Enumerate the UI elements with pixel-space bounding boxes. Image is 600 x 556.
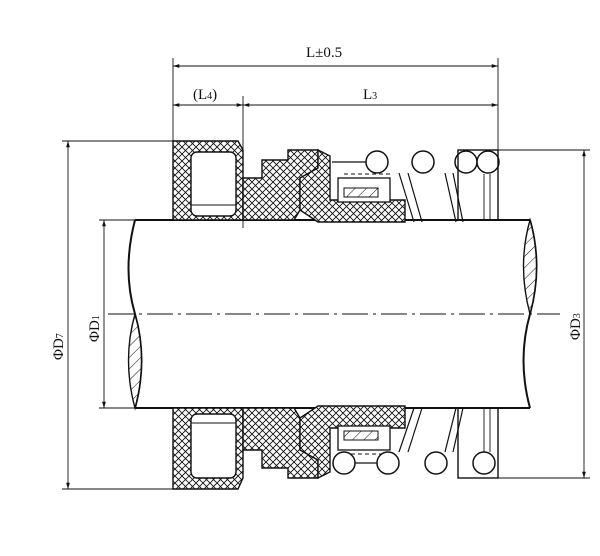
stationary-seat-ring — [190, 151, 237, 217]
l3-label: L3 — [363, 87, 377, 103]
overall-length-label: L±0.5 — [306, 45, 342, 61]
dimension-overall-length: L±0.5 — [172, 45, 499, 150]
spring-end-ring — [457, 149, 499, 221]
dimension-d7: ΦD7 — [51, 140, 178, 490]
dimension-l3: L3 — [243, 87, 498, 107]
rotating-face-rubber-lower — [242, 407, 319, 479]
stationary-seat-ring-lower — [190, 413, 237, 479]
shaft — [108, 217, 560, 411]
dimension-d1: ΦD1 — [87, 219, 135, 409]
seal-lower-half — [172, 405, 499, 490]
d3-label: ΦD3 — [568, 313, 584, 340]
d7-label: ΦD7 — [51, 333, 67, 360]
l4-label: (L4) — [193, 87, 217, 103]
dimension-d3: ΦD3 — [498, 149, 590, 479]
d1-label: ΦD1 — [87, 315, 103, 342]
seal-upper-half — [172, 140, 500, 223]
spring-end-ring-lower — [457, 407, 499, 479]
